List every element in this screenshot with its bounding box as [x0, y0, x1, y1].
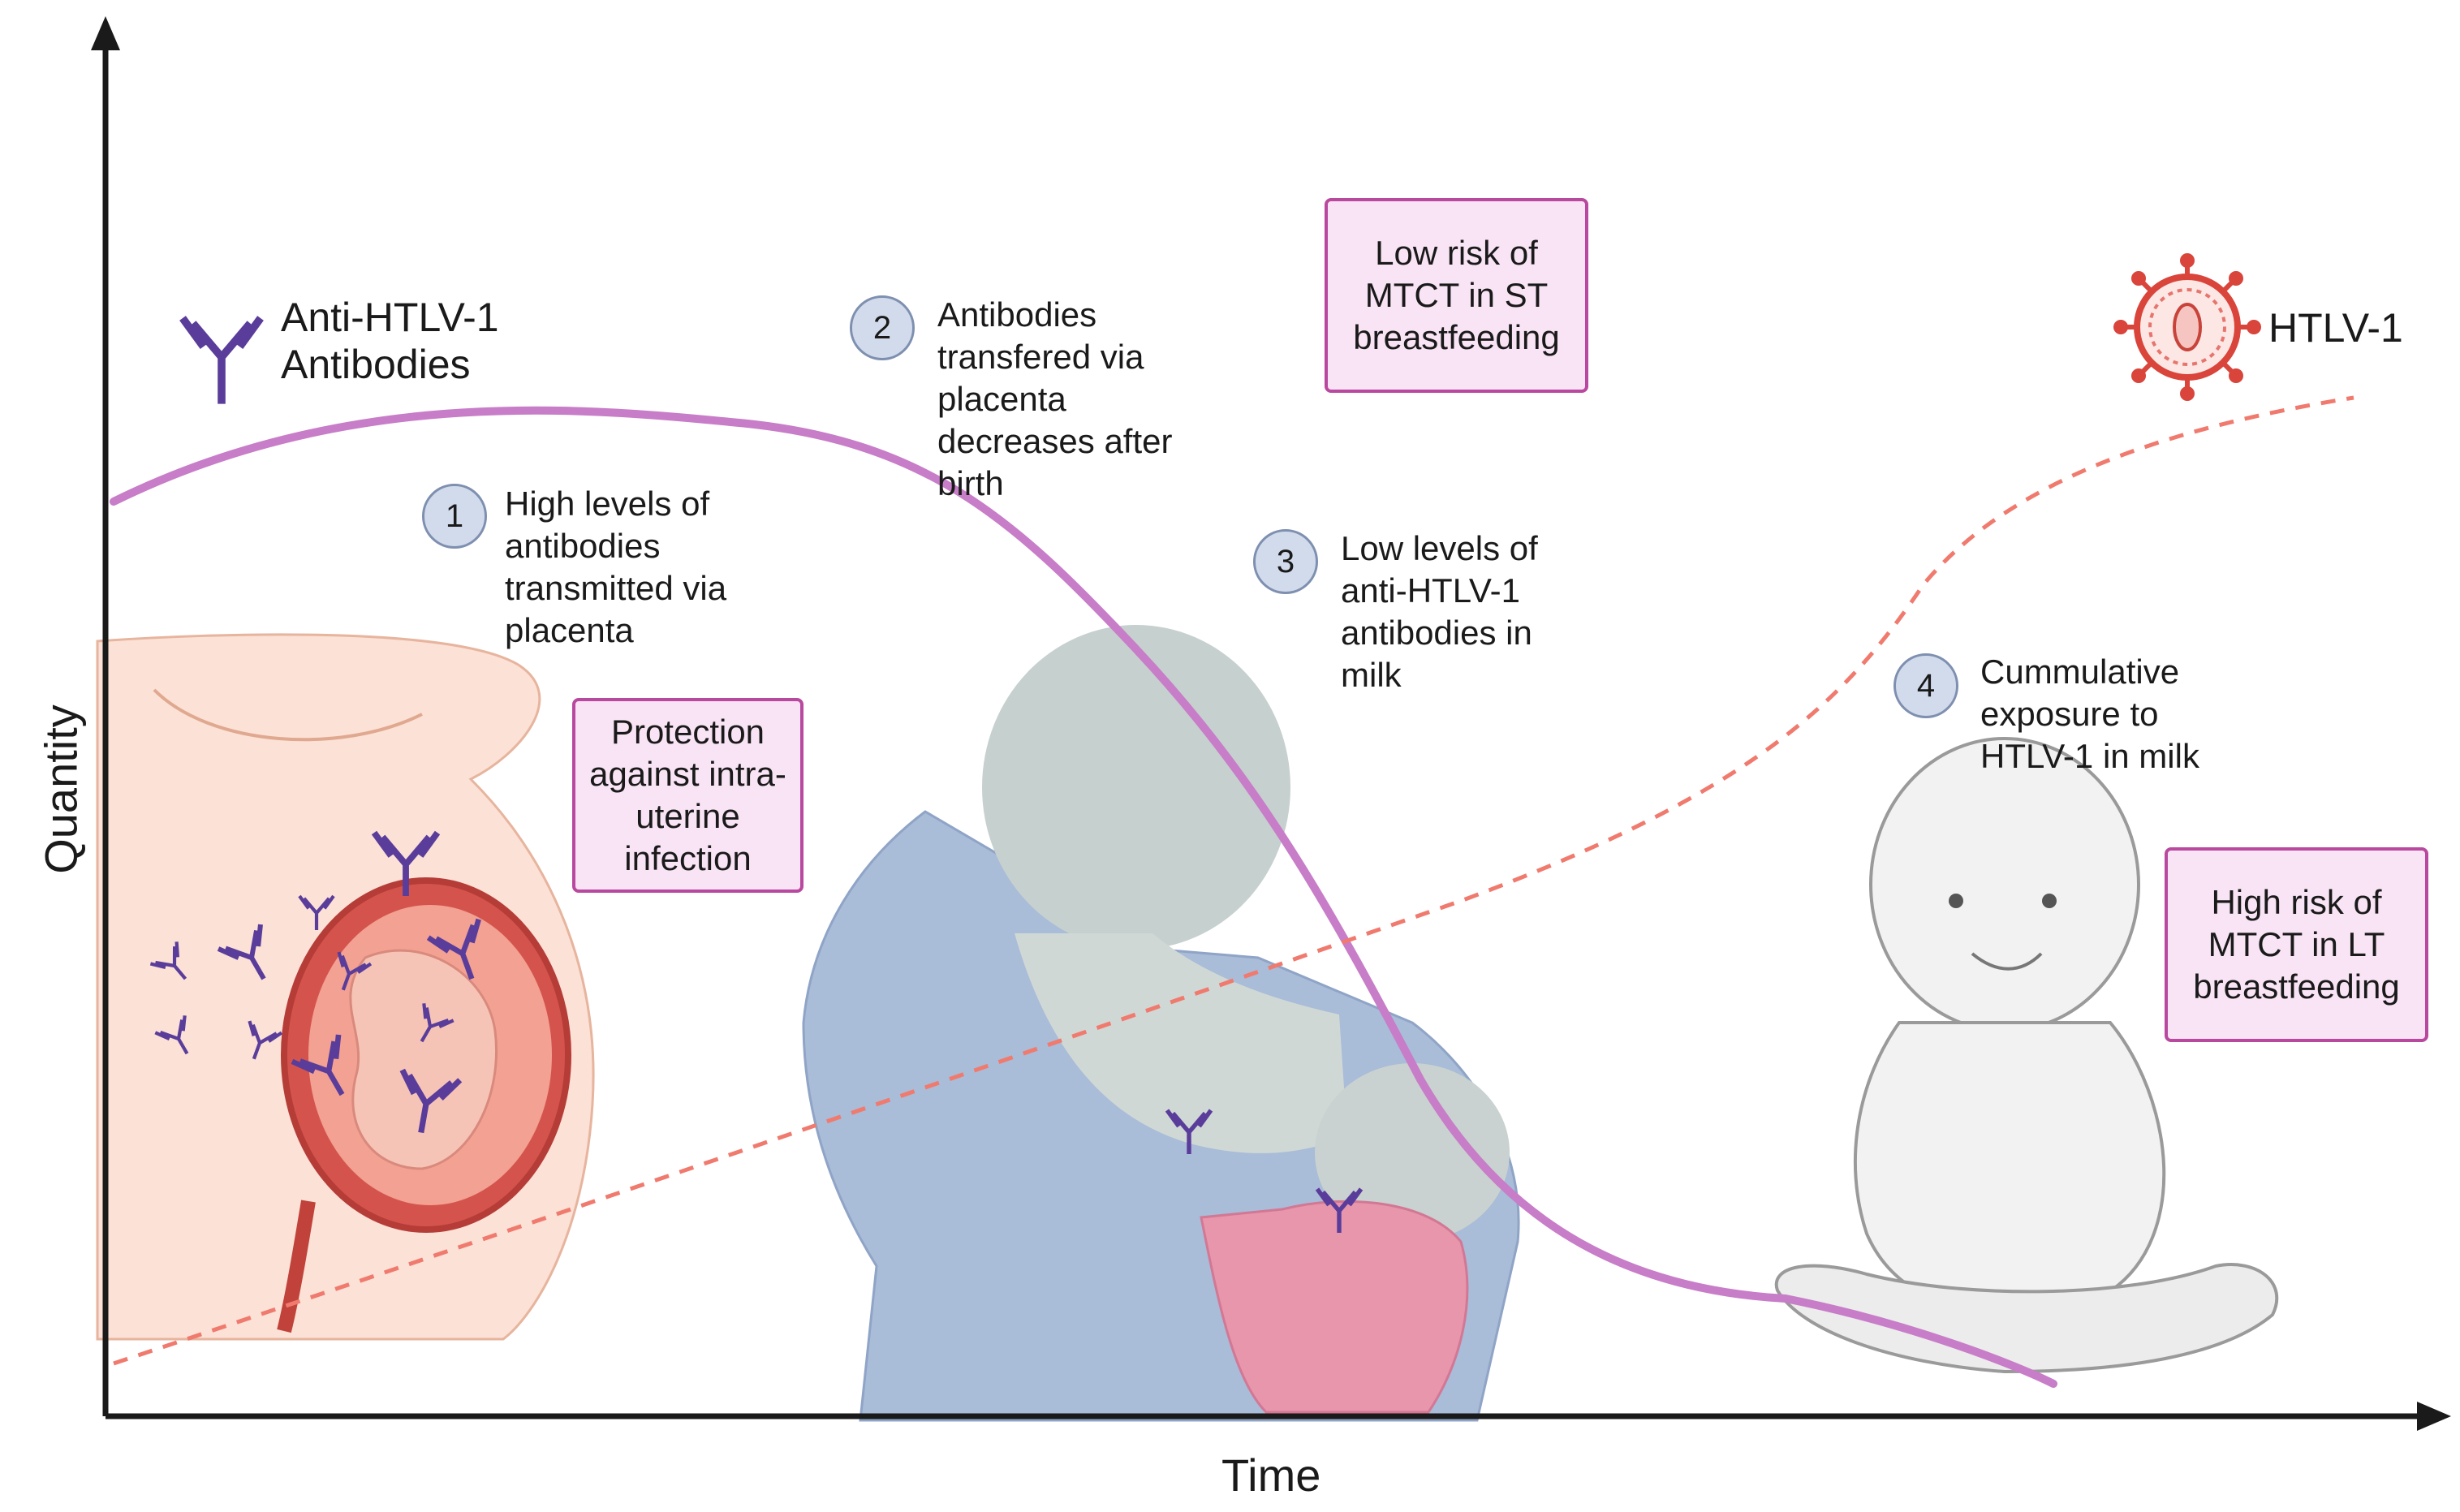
antibody-icon: [426, 918, 481, 980]
step-2-badge: 2: [850, 295, 915, 360]
low-risk-box: Low risk of MTCT in ST breastfeeding: [1325, 198, 1588, 393]
antibody-icon: [1315, 1187, 1364, 1234]
sitting-baby-illustration: [1774, 737, 2279, 1374]
antibody-icon: [420, 1003, 455, 1043]
x-axis-label: Time: [1221, 1450, 1321, 1501]
antibody-icon: [248, 1020, 283, 1060]
step-3-badge: 3: [1253, 529, 1318, 594]
step-4-text: Cummulative exposure to HTLV-1 in milk: [1980, 653, 2199, 775]
step-4-badge: 4: [1893, 653, 1958, 718]
htlv-exposure-curve: [113, 395, 2354, 1366]
step-1-badge: 1: [422, 484, 487, 549]
antibody-legend-label: Anti-HTLV-1 Antibodies: [281, 295, 499, 387]
protection-box-text: Protection against intra-uterine infecti…: [589, 713, 786, 877]
high-risk-box: High risk of MTCT in LT breastfeeding: [2165, 847, 2428, 1042]
high-risk-box-text: High risk of MTCT in LT breastfeeding: [2193, 883, 2400, 1006]
antibody-icon: [154, 1015, 189, 1055]
antibody-level-curve: [110, 406, 2057, 1388]
antibody-icon: [337, 951, 373, 991]
antibody-icon-cluster: [149, 830, 1364, 1234]
low-risk-box-text: Low risk of MTCT in ST breastfeeding: [1353, 234, 1560, 356]
antibody-icon: [291, 1034, 345, 1096]
step-3-text: Low levels of anti-HTLV-1 antibodies in …: [1341, 529, 1538, 694]
nursing-mother-illustration: [802, 625, 1520, 1422]
antibody-icon: [217, 924, 266, 980]
htlv-legend-label: HTLV-1: [2268, 305, 2403, 351]
y-axis-label: Quantity: [35, 704, 87, 874]
antibody-icon: [149, 941, 187, 980]
axes: [91, 16, 2451, 1431]
antibody-icon: [298, 894, 335, 930]
step-1-text: High levels of antibodies transmitted vi…: [505, 485, 727, 649]
antibody-legend-icon: [179, 316, 264, 404]
protection-box: Protection against intra-uterine infecti…: [572, 698, 803, 893]
antibody-icon: [371, 830, 441, 896]
htlv-virus-icon: [2113, 253, 2261, 401]
step-2-text: Antibodies transfered via placenta decre…: [937, 295, 1173, 502]
antibody-icon: [1165, 1109, 1213, 1155]
antibody-icon: [399, 1068, 463, 1134]
